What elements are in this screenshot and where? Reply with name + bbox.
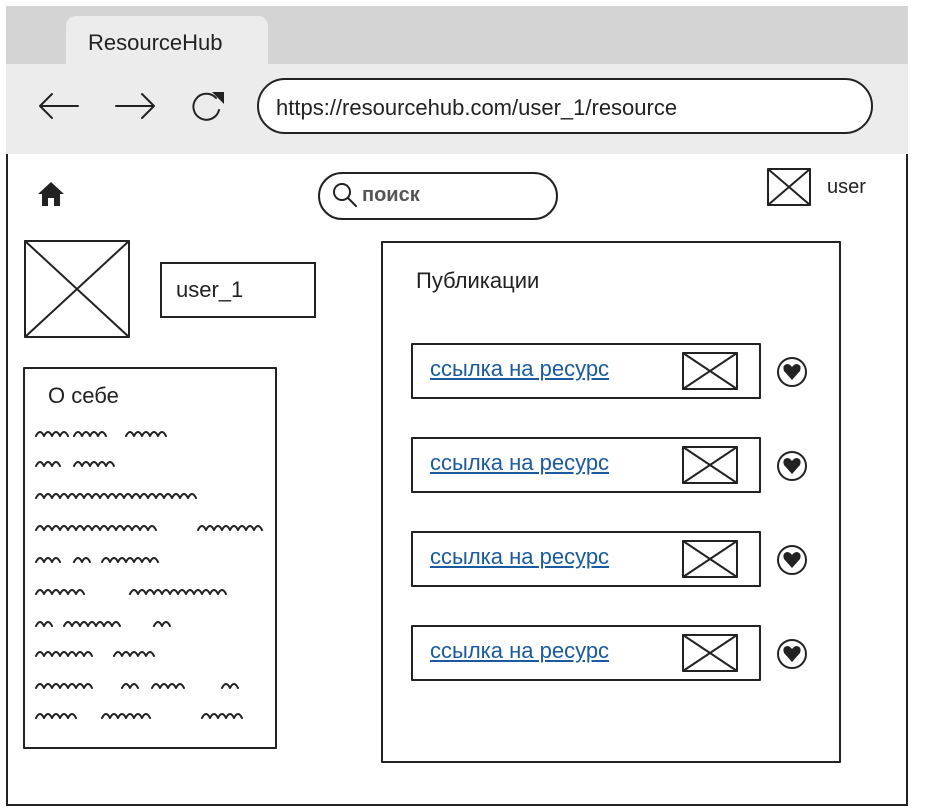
- search-placeholder: поиск: [362, 184, 420, 206]
- publications-panel: [381, 241, 841, 763]
- tab-title: ResourceHub: [88, 30, 223, 55]
- publication-link[interactable]: ссылка на ресурс: [430, 450, 610, 475]
- publication-thumbnail: [682, 634, 738, 672]
- publication-link[interactable]: ссылка на ресурс: [430, 544, 610, 569]
- username-box: [160, 262, 316, 318]
- forward-arrow-icon[interactable]: [114, 90, 158, 122]
- about-title: О себе: [48, 383, 119, 408]
- publication-thumbnail: [682, 352, 738, 390]
- like-heart-icon[interactable]: [776, 450, 810, 484]
- like-heart-icon[interactable]: [776, 356, 810, 390]
- home-icon[interactable]: [36, 180, 66, 208]
- page-viewport: [6, 154, 908, 806]
- publication-thumbnail: [682, 446, 738, 484]
- publications-title: Публикации: [416, 268, 540, 293]
- publication-link[interactable]: ссылка на ресурс: [430, 356, 610, 381]
- user-menu-label[interactable]: user: [827, 176, 866, 198]
- publication-item: [411, 437, 761, 493]
- like-heart-icon[interactable]: [776, 544, 810, 578]
- reload-icon[interactable]: [188, 88, 228, 124]
- back-arrow-icon[interactable]: [38, 90, 82, 122]
- search-input[interactable]: [318, 172, 558, 220]
- address-bar[interactable]: [257, 78, 873, 134]
- profile-avatar-image: [24, 240, 130, 338]
- about-panel: [23, 367, 277, 749]
- publication-thumbnail: [682, 540, 738, 578]
- browser-tab[interactable]: [66, 16, 268, 66]
- like-heart-icon[interactable]: [776, 638, 810, 672]
- placeholder-text-lines: [35, 431, 263, 719]
- publication-item: [411, 343, 761, 399]
- publication-item: [411, 531, 761, 587]
- search-icon: [333, 183, 357, 207]
- publication-item: [411, 625, 761, 681]
- publication-link[interactable]: ссылка на ресурс: [430, 638, 610, 663]
- address-bar-url: https://resourcehub.com/user_1/resource: [276, 95, 678, 120]
- username: user_1: [176, 277, 244, 302]
- user-avatar-icon[interactable]: [767, 168, 811, 206]
